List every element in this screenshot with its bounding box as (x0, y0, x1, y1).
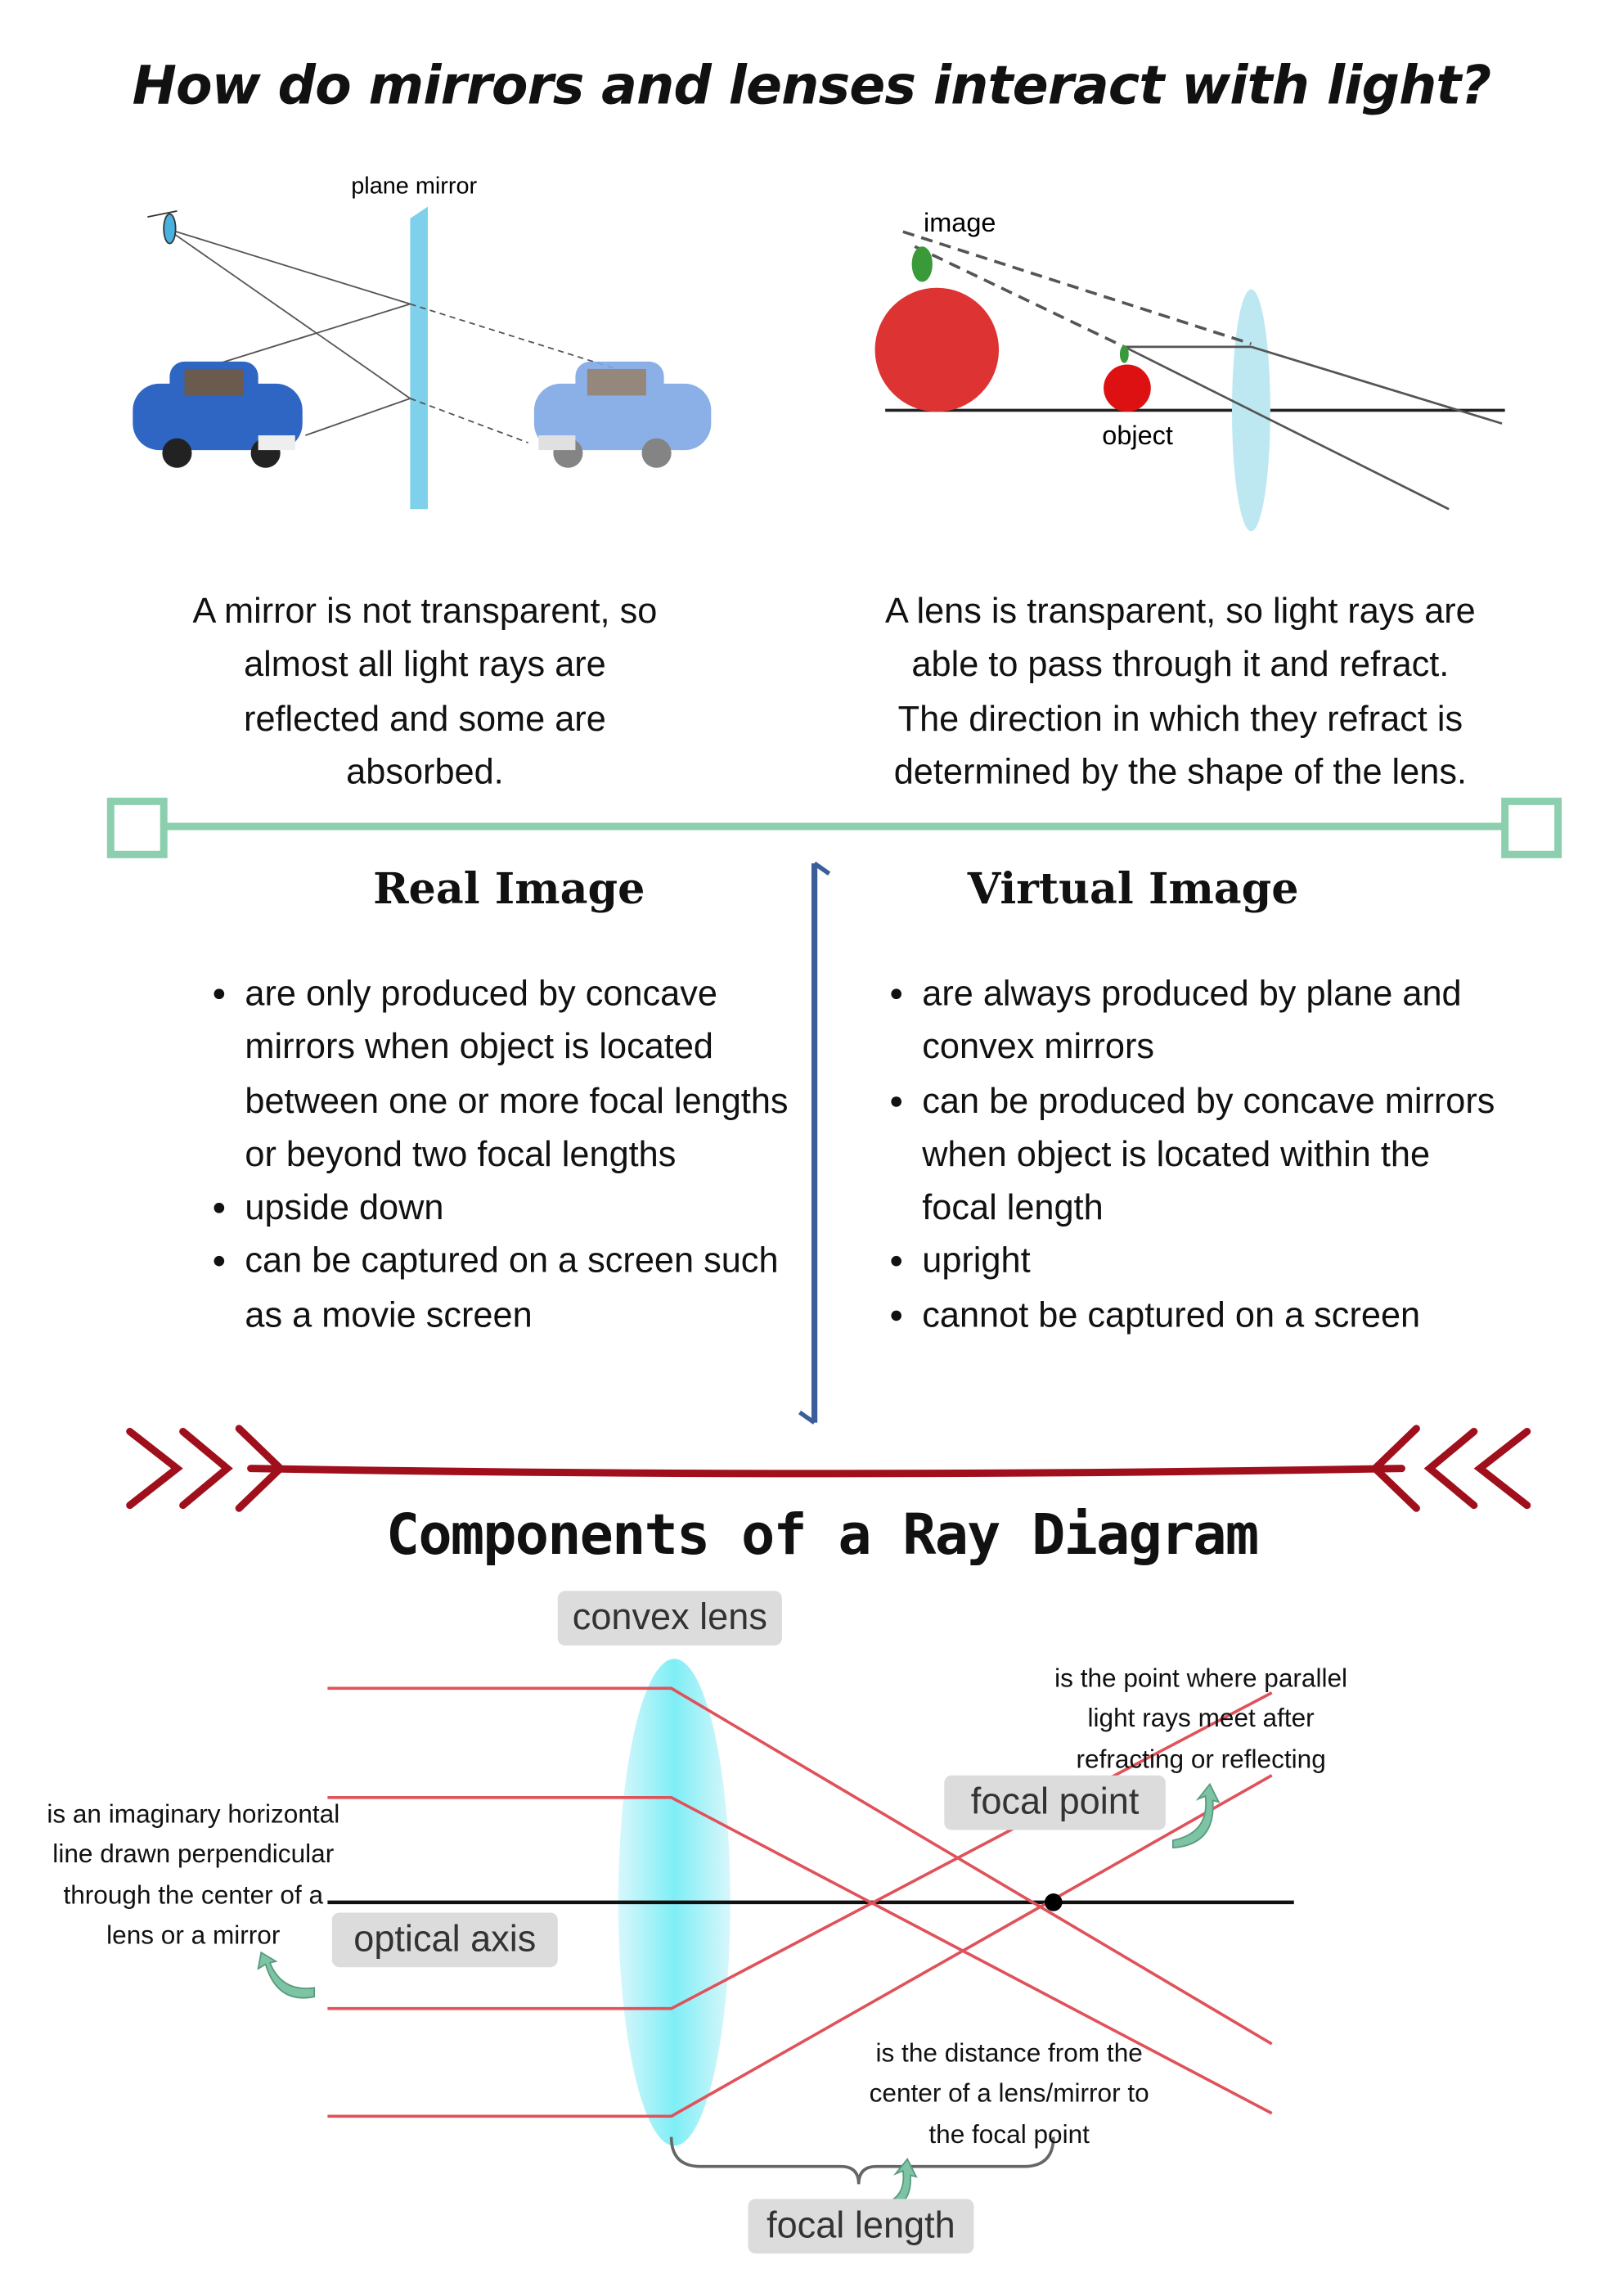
virtual-image-list: are always produced by plane and convex … (883, 968, 1497, 1343)
vertical-divider-arrow (798, 861, 831, 1425)
list-item: are only produced by concave mirrors whe… (245, 968, 820, 1182)
eye-icon (147, 210, 178, 245)
plane-mirror-label: plane mirror (351, 173, 477, 199)
red-arrow-divider (126, 1425, 1531, 1512)
reflected-car-icon (533, 361, 712, 468)
light-rays (327, 1686, 1273, 2118)
plane-mirror-diagram: plane mirror (133, 173, 712, 510)
lens-description: A lens is transparent, so light rays are… (884, 592, 1476, 793)
apple-image-icon (874, 246, 1000, 412)
real-image-heading: Real Image (373, 863, 645, 914)
focal-point-label: focal point (944, 1775, 1166, 1830)
focal-point-dot (1044, 1893, 1063, 1911)
page-title: How do mirrors and lenses interact with … (132, 56, 1492, 117)
list-item: can be captured on a screen such as a mo… (245, 1236, 820, 1343)
ray-diagram (257, 1659, 1294, 2213)
image-label: image (924, 208, 996, 237)
focal-length-label: focal length (748, 2199, 974, 2254)
lens-diagram: image object (874, 208, 1505, 532)
car-icon (133, 361, 303, 468)
optical-axis-label: optical axis (331, 1912, 558, 1968)
ray-diagram-heading: Components of a Ray Diagram (385, 1502, 1259, 1568)
list-item: upside down (245, 1182, 820, 1236)
list-item: can be produced by concave mirrors when … (922, 1075, 1497, 1236)
real-image-list: are only produced by concave mirrors whe… (207, 968, 820, 1343)
plane-mirror (410, 206, 429, 510)
focal-point-pointer-arrow (1171, 1782, 1221, 1849)
object-label: object (1102, 421, 1173, 450)
convex-lens-label: convex lens (557, 1591, 782, 1646)
focal-length-brace (669, 2136, 1055, 2185)
virtual-image-heading: Virtual Image (967, 863, 1299, 914)
green-divider (106, 797, 1562, 858)
list-item: upright (922, 1236, 1497, 1289)
apple-object-icon (1104, 345, 1151, 412)
light-rays (166, 227, 618, 443)
optical-axis-pointer-arrow (257, 1951, 316, 1999)
list-item: are always produced by plane and convex … (922, 968, 1497, 1075)
list-item: cannot be captured on a screen (922, 1290, 1497, 1343)
